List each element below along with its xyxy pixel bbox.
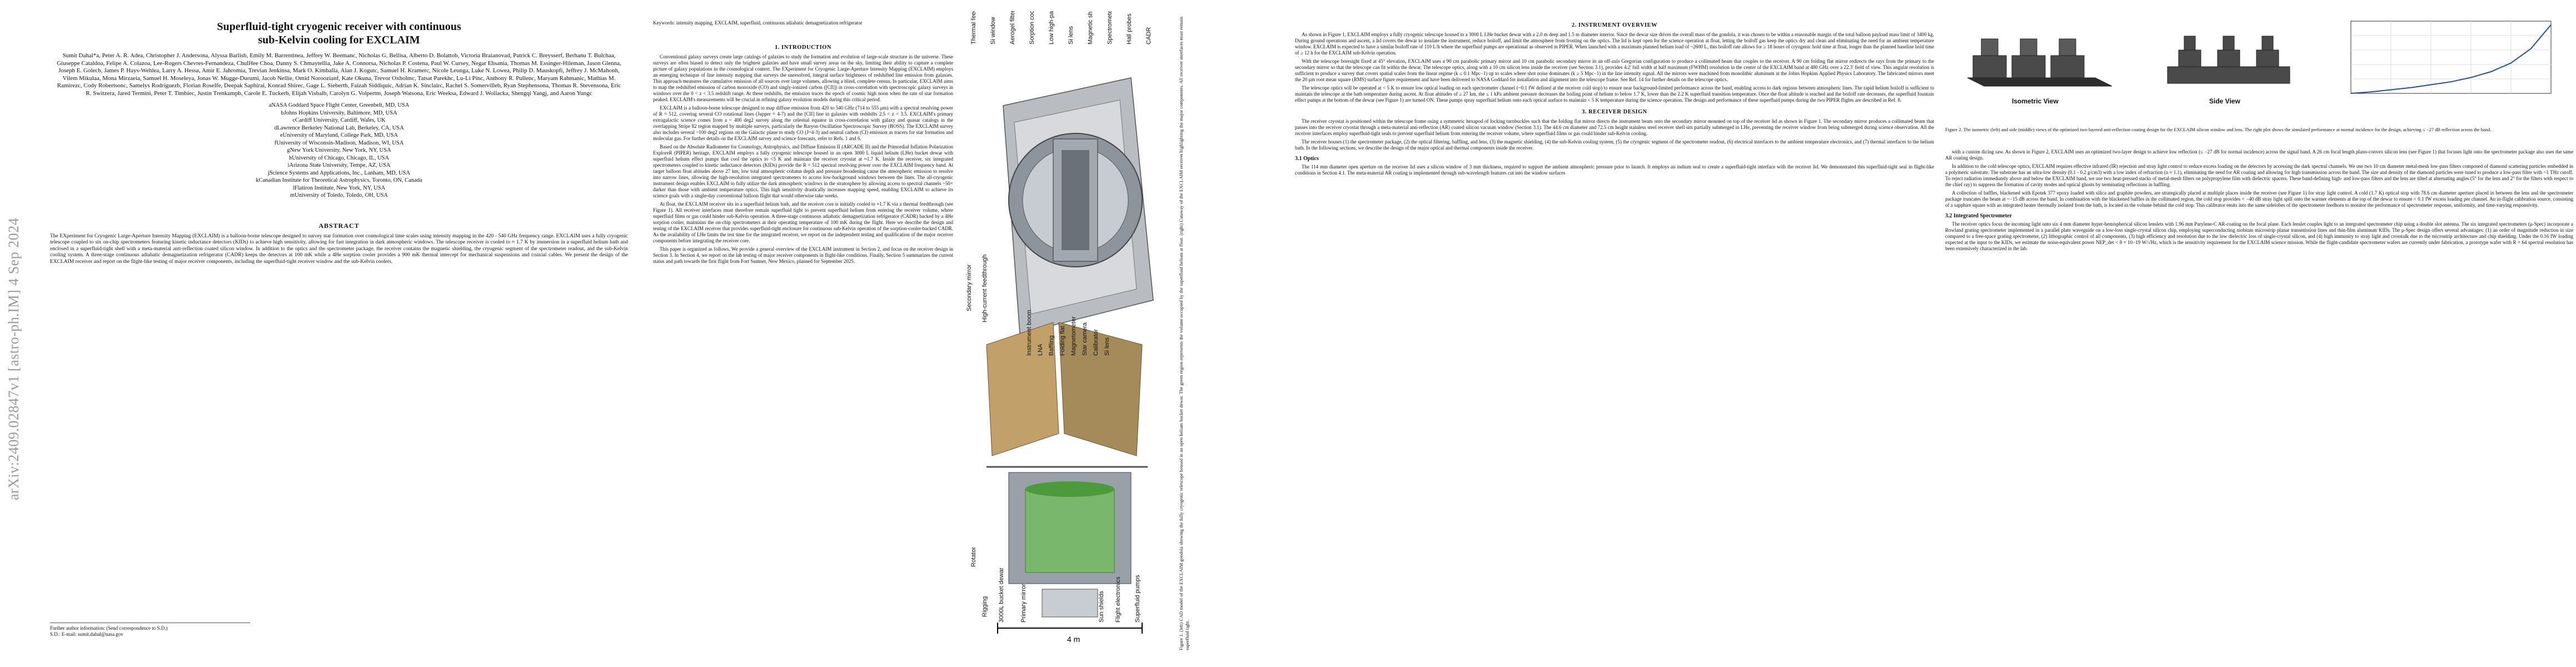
affiliation: kCanadian Institute for Theoretical Astr… (256, 177, 422, 183)
affiliation: dLawrence Berkeley National Lab, Berkele… (274, 125, 404, 131)
title-line-2: sub-Kelvin cooling for EXCLAIM (258, 34, 420, 46)
fig1-label: Low high-pass filters (1048, 11, 1055, 44)
affiliation: lFlatiron Institute, New York, NY, USA (292, 185, 386, 191)
fig1-label: Flight electronics (1115, 576, 1122, 623)
fig1-label: Sorption cooler (1029, 11, 1035, 44)
fig1-label: 3000L bucket dewar (998, 568, 1005, 623)
paragraph: The telescope optics will be operated at… (1295, 85, 1934, 103)
affiliation: jScience Systems and Applications, Inc.,… (267, 170, 411, 176)
fig2-view-label: Side View (2209, 97, 2240, 105)
fig1-label: Secondary mirror (966, 264, 973, 311)
fig1-label: CADR (1145, 27, 1152, 44)
fig1-label: Primary mirror (1020, 584, 1027, 623)
paper-title: Superfluid-tight cryogenic receiver with… (50, 20, 628, 47)
paragraph: Conventional galaxy surveys create large… (653, 54, 953, 102)
affiliation: aNASA Goddard Space Flight Center, Green… (268, 102, 410, 108)
affiliation: bJohns Hopkins University, Baltimore, MD… (281, 109, 397, 116)
section-heading: 1. INTRODUCTION (774, 44, 831, 51)
affiliation: iArizona State University, Tempe, AZ, US… (287, 162, 391, 168)
title-line-1: Superfluid-tight cryogenic receiver with… (217, 21, 461, 33)
fig1-label: Magnetometer (1070, 316, 1077, 356)
fig1-label: Rigging (981, 596, 988, 617)
page-3-text: 2. INSTRUMENT OVERVIEW As shown in Figur… (1295, 17, 1934, 178)
fig1-label: Instrument boom (1026, 310, 1033, 356)
plot-grid (2351, 21, 2551, 93)
fig1-label: Superfluid pumps (1134, 575, 1141, 623)
page-4-text: with a custom dicing saw. As shown in Fi… (1945, 149, 2573, 254)
fig1-label: Si window (990, 17, 996, 44)
page-2-top-text: Keywords: intensity mapping, EXCLAIM, su… (653, 17, 1281, 29)
figure-2-caption: Figure 2. The isometric (left) and side … (1945, 127, 2492, 132)
fig1-label: Si lens (1068, 26, 1074, 44)
paragraph: A collection of baffles, blackened with … (1945, 190, 2573, 208)
fig1-label: Folding flat (1059, 326, 1066, 356)
fig2-side-view (2167, 36, 2290, 84)
abstract-heading: ABSTRACT (318, 221, 360, 230)
paragraph: At float, the EXCLAIM receiver sits in a… (653, 201, 953, 243)
affiliation-list: aNASA Goddard Space Flight Center, Green… (61, 102, 617, 200)
paragraph: As shown in Figure 1, EXCLAIM employs a … (1295, 32, 1934, 56)
plot-frame (2350, 21, 2552, 94)
arxiv-stamp-text: arXiv:2409.02847v1 [astro-ph.IM] 4 Sep 2… (6, 217, 22, 500)
fig1-label: Magnetic shield (1087, 11, 1094, 44)
footnote: Further author information: (Send corres… (50, 623, 250, 638)
paragraph: With the telescope boresight fixed at 45… (1295, 58, 1934, 82)
paragraph: The receiver optics focus the incoming l… (1945, 221, 2573, 251)
affiliation: eUniversity of Maryland, College Park, M… (280, 132, 398, 138)
fig1-label: Calibrator (1093, 329, 1099, 356)
paragraph: EXCLAIM is a balloon-borne telescope des… (653, 105, 953, 141)
scale-bar: 4 m (997, 623, 1143, 644)
scale-bar-label: 4 m (1067, 635, 1080, 644)
paragraph: with a custom dicing saw. As shown in Fi… (1945, 149, 2573, 161)
fig1-label: Si lens (1104, 337, 1110, 356)
affiliation: hUniversity of Chicago, Chicago, IL, USA (288, 155, 390, 161)
affiliation: cCardiff University, Cardiff, Wales, UK (292, 117, 386, 123)
fig2-view-label: Isometric View (2012, 97, 2059, 105)
affiliation: fUniversity of Wisconsin-Madison, Madiso… (274, 140, 404, 146)
intro-column: 1. INTRODUCTION Conventional galaxy surv… (653, 39, 953, 267)
paragraph: Based on the Absolute Radiometer for Cos… (653, 144, 953, 198)
section-heading: 2. INSTRUMENT OVERVIEW (1571, 22, 1658, 28)
paragraph: The receiver cryostat is positioned with… (1295, 118, 1934, 136)
fig1-label: LNA (1037, 344, 1044, 356)
page-3: 2. INSTRUMENT OVERVIEW As shown in Figur… (1295, 0, 1934, 667)
page-2: Keywords: intensity mapping, EXCLAIM, su… (653, 0, 1281, 667)
affiliation: gNew York University, New York, NY, USA (287, 147, 391, 153)
fig1-label: Thermal feedthrough (970, 11, 977, 44)
figure-1-gondola-cad: 4 m Thermal feedthrough Si window Aeroge… (966, 11, 1154, 644)
abstract-text: The EXperiment for Cryogenic Large-Apert… (50, 233, 628, 265)
author-list: Sumit Dahal*a, Peter A. R. Adea, Christo… (57, 52, 621, 97)
fig1-label: Star camera (1082, 322, 1088, 356)
figure-2: Isometric View Side View (1945, 17, 2573, 122)
footnote-line: Further author information: (Send corres… (50, 625, 168, 631)
fig1-label: Sun shields (1098, 591, 1105, 623)
reflection-series-line (2350, 24, 2552, 94)
fig1-label: Aerogel filter (1009, 11, 1016, 44)
fig1-labels: Thermal feedthrough Si window Aerogel fi… (966, 11, 1152, 623)
fig1-label: Rotator (970, 547, 977, 567)
paragraph: The 114 mm diameter open aperture on the… (1295, 164, 1934, 176)
subsection-heading: 3.2 Integrated Spectrometer (1945, 213, 2012, 219)
arxiv-stamp: arXiv:2409.02847v1 [astro-ph.IM] 4 Sep 2… (0, 0, 33, 667)
page-1: Superfluid-tight cryogenic receiver with… (39, 0, 639, 667)
gondola-frame (986, 77, 1154, 618)
section-heading: 3. RECEIVER DESIGN (1582, 109, 1647, 115)
affiliation: mUniversity of Toledo, Toledo, OH, USA (290, 192, 388, 198)
subsection-heading: 3.1 Optics (1295, 156, 1319, 162)
fig2-isometric-view (1967, 38, 2112, 87)
page-4: Isometric View Side View Figure 2. The i… (1945, 0, 2576, 667)
keywords: Keywords: intensity mapping, EXCLAIM, su… (653, 20, 863, 26)
fig1-label: High-current feedthrough (981, 255, 988, 322)
fig2-reflection-plot (2350, 21, 2552, 94)
paragraph: The receiver houses (1) the spectrometer… (1295, 139, 1934, 151)
footnote-line: S.D.: E-mail: sumit.dahal@nasa.gov (50, 631, 123, 637)
fig1-label: Hall probes (1126, 13, 1133, 44)
fig1-label: Baffling (1048, 336, 1055, 356)
figure-1-caption: Figure 1. (left) CAD model of the EXCLAI… (1178, 17, 1190, 650)
paragraph: In addition to the cold telescope optics… (1945, 163, 2573, 187)
paragraph: This paper is organized as follows. We p… (653, 246, 953, 264)
fig1-label: Spectrometer package (1107, 11, 1113, 44)
